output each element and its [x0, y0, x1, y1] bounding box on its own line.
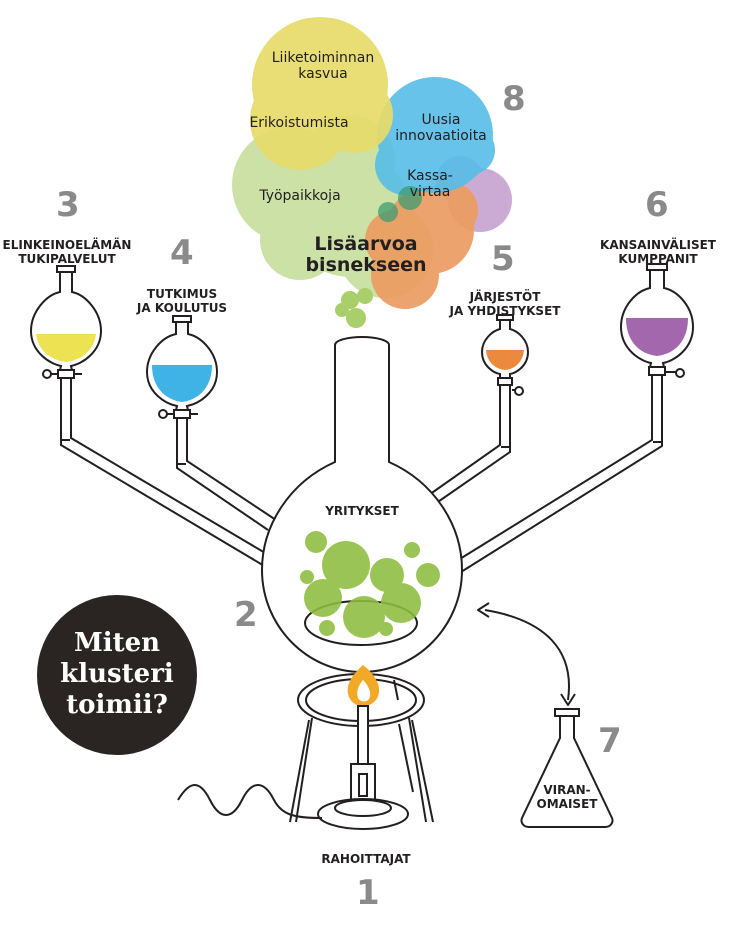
label-tutkimus-ja-koulutus: TUTKIMUS JA KOULUTUS — [136, 287, 228, 315]
cloud-yellow — [250, 17, 393, 170]
burner — [177, 665, 434, 830]
number-1: 1 — [356, 873, 380, 913]
cloud-item-kassavirtaa: Kassa- virtaa — [407, 168, 453, 200]
flask-viranomaiset — [477, 602, 614, 828]
cloud-item-uusia-innovaatioita: Uusia innovaatioita — [395, 112, 487, 144]
cloud-item-tyopaikkoja: Työpaikkoja — [259, 188, 341, 204]
flask-jarjestot-ja-yhdistykset — [425, 314, 530, 507]
bubbles — [300, 531, 440, 638]
badge-title: Miten klusteri toimii? — [60, 628, 174, 720]
number-3: 3 — [56, 185, 80, 225]
label-jarjestot-ja-yhdistykset: JÄRJESTÖT JA YHDISTYKSET — [449, 290, 561, 318]
steam-trail — [335, 288, 373, 328]
cloud-item-erikoistumista: Erikoistumista — [249, 115, 349, 131]
cloud-main-lisaarvoa: Lisäarvoa bisnekseen — [305, 233, 427, 276]
flask-tutkimus-ja-koulutus — [145, 315, 277, 531]
title-badge: Miten klusteri toimii? — [37, 595, 197, 755]
label-rahoittajat: RAHOITTAJAT — [321, 852, 411, 866]
number-4: 4 — [170, 233, 194, 273]
label-kansainvaliset-kumppanit: KANSAINVÄLISET KUMPPANIT — [600, 238, 716, 266]
cloud-item-liiketoiminnan-kasvua: Liiketoiminnan kasvua — [271, 50, 375, 82]
number-7: 7 — [598, 721, 622, 761]
main-flask — [260, 336, 464, 674]
cloud-blue — [375, 77, 495, 195]
number-2: 2 — [234, 595, 258, 635]
label-yritykset: YRITYKSET — [325, 504, 399, 518]
number-6: 6 — [645, 185, 669, 225]
number-8: 8 — [502, 79, 526, 119]
flask-elinkeinoelaman-tukipalvelut — [29, 265, 278, 571]
label-elinkeinoelaman-tukipalvelut: ELINKEINOELÄMÄN TUKIPALVELUT — [2, 238, 132, 266]
cloud-overlap-green — [378, 186, 422, 222]
number-5: 5 — [491, 239, 515, 279]
value-cloud — [232, 17, 512, 328]
double-arrow-icon — [484, 609, 570, 701]
cloud-orange — [365, 182, 478, 309]
label-viranomaiset: VIRAN- OMAISET — [536, 783, 598, 811]
flask-kansainvaliset-kumppanit — [454, 263, 695, 573]
gas-hose — [177, 784, 323, 819]
